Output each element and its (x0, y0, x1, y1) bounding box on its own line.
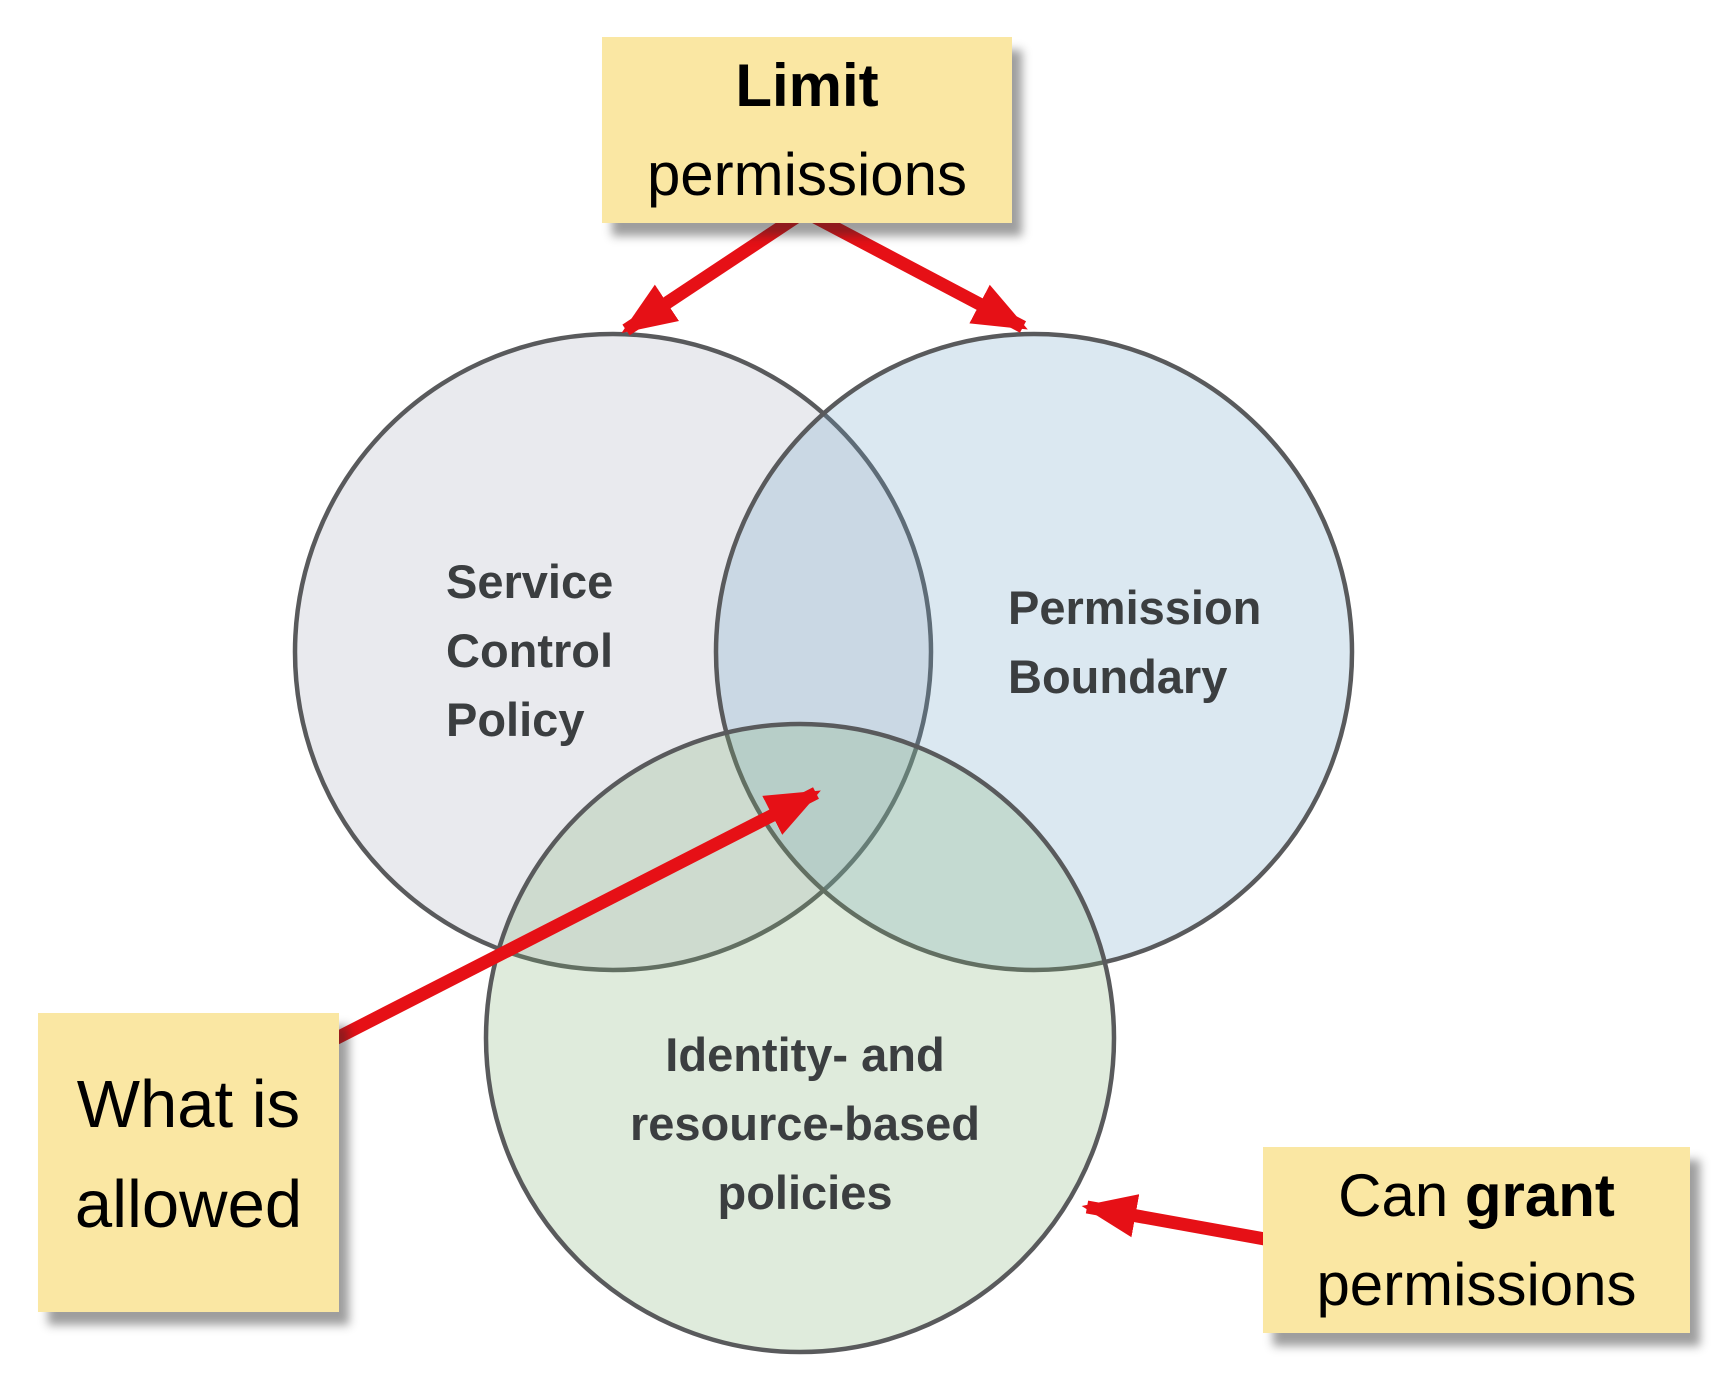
label-pb-line2: Boundary (1008, 650, 1228, 703)
arrow-allowed-to-center-icon (332, 787, 821, 1045)
note-can-grant-permissions: Can grant permissions (1263, 1147, 1690, 1333)
label-permission-boundary: Permission Boundary (1008, 573, 1261, 711)
arrow-limit-to-scp-icon (621, 208, 805, 336)
note-limit-line2: permissions (646, 141, 968, 208)
label-identity-line3: policies (717, 1166, 893, 1219)
note-what-line2: allowed (74, 1167, 303, 1242)
label-service-control-policy: Service Control Policy (446, 547, 613, 754)
arrow-limit-to-boundary-icon (805, 208, 1028, 333)
label-scp-line1: Service (446, 555, 614, 608)
label-identity-line1: Identity- and (665, 1028, 945, 1081)
note-limit-permissions: Limit permissions (602, 37, 1012, 223)
note-grant-line1-pre: Can (1338, 1162, 1465, 1229)
arrow-grant-to-identity-icon (1081, 1194, 1278, 1248)
label-scp-line3: Policy (446, 693, 585, 746)
note-what-line1: What is (76, 1067, 301, 1142)
label-identity-resource-policies: Identity- and resource-based policies (585, 1020, 1025, 1227)
note-limit-line1: Limit (735, 52, 879, 119)
note-grant-line2: permissions (1316, 1251, 1637, 1318)
note-what-is-allowed: What is allowed (38, 1013, 339, 1312)
label-identity-line2: resource-based (629, 1097, 981, 1150)
label-scp-line2: Control (446, 624, 614, 677)
circle-permission-boundary (713, 331, 1355, 973)
note-grant-line1-bold: grant (1464, 1162, 1615, 1229)
label-pb-line1: Permission (1008, 581, 1262, 634)
